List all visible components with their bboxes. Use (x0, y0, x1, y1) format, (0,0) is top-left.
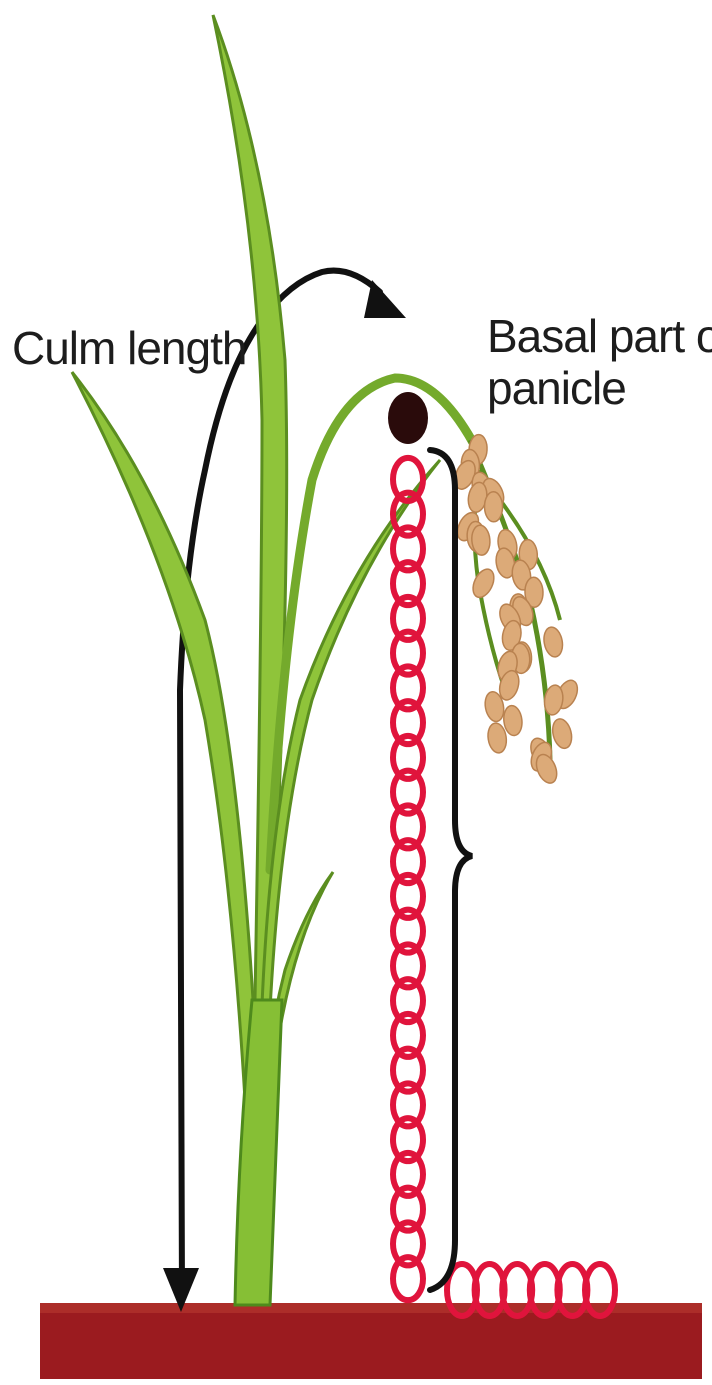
panicle-node (388, 392, 428, 444)
basal-label-line1: Basal part of (487, 310, 712, 362)
chain (393, 458, 615, 1316)
rice-grain (484, 492, 502, 522)
culm-stem (270, 378, 478, 870)
curly-brace (430, 450, 472, 1290)
rice-leaves (72, 15, 478, 1305)
ground-highlight (40, 1303, 702, 1313)
culm-length-label: Culm length (12, 322, 246, 374)
rice-grain (469, 566, 498, 601)
rice-grain (550, 717, 575, 750)
panicle (451, 434, 582, 786)
rice-grain (542, 626, 565, 659)
basal-part-of-panicle-label: Basal part of panicle (487, 310, 712, 414)
basal-label-line2: panicle (487, 362, 712, 414)
leaf-left (72, 372, 258, 1100)
